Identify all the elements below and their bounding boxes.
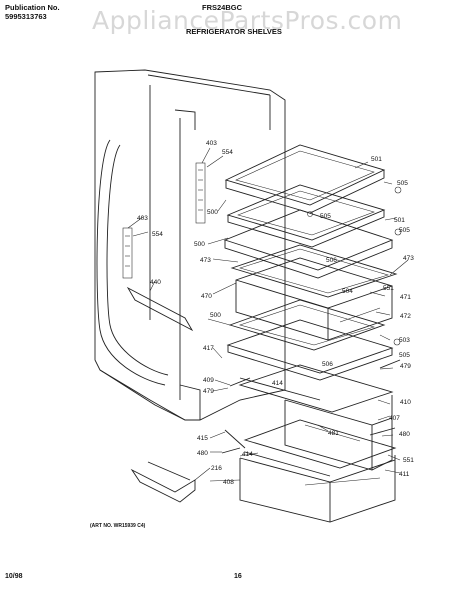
label-505-a: 505 (397, 180, 408, 187)
glass-shelf-2 (226, 184, 386, 248)
label-470: 470 (201, 293, 212, 300)
label-414-upper: 414 (272, 380, 283, 387)
label-471: 471 (400, 294, 411, 301)
shelf-ladder-upper (195, 162, 206, 224)
label-415: 415 (197, 435, 208, 442)
cabinet-outline (94, 69, 286, 421)
label-216: 216 (211, 465, 222, 472)
publication-label: Publication No. (5, 3, 60, 12)
lower-pan (239, 419, 397, 523)
watermark: AppliancePartsPros.com (92, 6, 403, 35)
label-480-right: 480 (399, 431, 410, 438)
clip-505-b (394, 228, 402, 236)
clip-505-d (307, 211, 313, 217)
label-554-left: 554 (152, 231, 163, 238)
rail-479-right (379, 359, 401, 369)
label-407: 407 (389, 415, 400, 422)
label-414-lower: 414 (242, 451, 253, 458)
door-bin (130, 461, 196, 503)
clip-505-c (393, 338, 401, 346)
label-403-left: 403 (137, 215, 148, 222)
label-503: 503 (399, 337, 410, 344)
label-506-upper: 506 (326, 257, 337, 264)
label-500-mid: 500 (194, 241, 205, 248)
label-505-b: 505 (320, 213, 331, 220)
publication-number: 5995313763 (5, 12, 47, 21)
rail-480-left (221, 447, 241, 454)
label-408: 408 (223, 479, 234, 486)
rail-480-right (369, 427, 396, 436)
art-number: (ART NO. WR15939 C4) (90, 523, 146, 529)
label-472: 472 (400, 313, 411, 320)
gasket-outline (96, 139, 166, 386)
leader-lines (127, 147, 409, 482)
rail-479-left (229, 377, 251, 387)
label-501-mid: 501 (394, 217, 405, 224)
glass-shelf-4 (228, 299, 386, 351)
crisper-cover (230, 244, 398, 298)
clip-505-a (394, 186, 402, 194)
crisper-drawer-upper (235, 257, 393, 341)
label-505-c: 505 (399, 227, 410, 234)
shelf-frame-5 (226, 319, 394, 381)
label-479-left: 479 (203, 388, 214, 395)
label-411: 411 (399, 471, 410, 478)
label-554-upper: 554 (222, 149, 233, 156)
label-500-upper: 500 (207, 209, 218, 216)
slide-414-upper (239, 377, 321, 401)
shelf-frame-3 (223, 209, 394, 279)
footer-page: 16 (234, 573, 242, 580)
footer-date: 10/98 (5, 573, 23, 580)
trim-440 (126, 286, 194, 332)
shelf-ladder-left (122, 227, 133, 279)
label-501-upper: 501 (371, 156, 382, 163)
label-473-left: 473 (200, 257, 211, 264)
label-480-left: 480 (197, 450, 208, 457)
slide-414-lower (244, 451, 331, 477)
label-417: 417 (203, 345, 214, 352)
slide-415 (224, 429, 246, 449)
label-473-right: 473 (403, 255, 414, 262)
meat-pan (238, 364, 394, 471)
label-479-right: 479 (400, 363, 411, 370)
label-409: 409 (203, 377, 214, 384)
label-551-lower: 551 (403, 457, 414, 464)
label-481: 481 (328, 430, 339, 437)
section-title: REFRIGERATOR SHELVES (186, 27, 282, 36)
label-505-d: 505 (399, 352, 410, 359)
model-number: FRS24BGC (202, 3, 243, 12)
label-500-lower: 500 (210, 312, 221, 319)
label-410: 410 (400, 399, 411, 406)
label-551-upper: 551 (383, 285, 394, 292)
label-506-lower: 506 (322, 361, 333, 368)
label-403-upper: 403 (206, 140, 217, 147)
label-440: 440 (150, 279, 161, 286)
label-504: 504 (342, 288, 353, 295)
